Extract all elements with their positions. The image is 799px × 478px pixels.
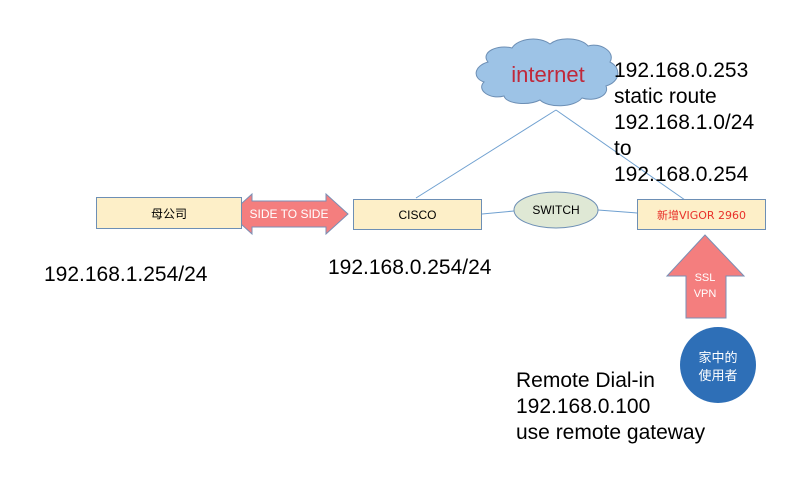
internet-label: internet bbox=[511, 62, 584, 87]
ssl-vpn-arrow bbox=[665, 234, 746, 319]
vigor-node: 新增VIGOR 2960 bbox=[637, 199, 766, 230]
ssl-vpn-label-line1: SSL bbox=[695, 272, 716, 284]
ssl-vpn-label-line2: VPN bbox=[694, 288, 717, 300]
vigor-note-line: to bbox=[614, 137, 632, 160]
remote-dialin-note: Remote Dial-in 192.168.0.100 use remote … bbox=[516, 368, 705, 446]
link-switch-vigor bbox=[597, 209, 638, 214]
internet-cloud-icon bbox=[475, 38, 619, 107]
vigor-label: 新增VIGOR 2960 bbox=[656, 208, 747, 222]
remote-note-line: use remote gateway bbox=[516, 421, 706, 444]
link-cisco-switch bbox=[481, 210, 515, 215]
link-cisco-internet bbox=[415, 109, 557, 199]
cisco-node: CISCO bbox=[353, 199, 482, 230]
side-to-side-arrow bbox=[229, 192, 349, 236]
home-user-label-line1: 家中的 bbox=[698, 350, 737, 366]
home-user-node bbox=[680, 327, 756, 403]
cisco-label: CISCO bbox=[398, 207, 437, 222]
switch-node bbox=[513, 191, 599, 229]
side-to-side-label: SIDE TO SIDE bbox=[250, 207, 329, 221]
link-internet-vigor bbox=[555, 109, 686, 201]
vigor-note-line: static route bbox=[614, 85, 717, 108]
vigor-note-line: 192.168.0.253 bbox=[614, 59, 749, 82]
home-user-label-line2: 使用者 bbox=[698, 368, 737, 384]
parent-company-label: 母公司 bbox=[150, 206, 187, 221]
parent-ip-label: 192.168.1.254/24 bbox=[44, 263, 208, 286]
switch-label: SWITCH bbox=[532, 203, 579, 217]
parent-company-node: 母公司 bbox=[96, 197, 242, 229]
remote-note-line: Remote Dial-in bbox=[516, 369, 655, 392]
remote-note-line: 192.168.0.100 bbox=[516, 395, 651, 418]
vigor-route-note: 192.168.0.253 static route 192.168.1.0/2… bbox=[614, 58, 754, 188]
vigor-note-line: 192.168.1.0/24 bbox=[614, 111, 755, 134]
vigor-note-line: 192.168.0.254 bbox=[614, 163, 749, 186]
cisco-ip-label: 192.168.0.254/24 bbox=[328, 256, 492, 279]
